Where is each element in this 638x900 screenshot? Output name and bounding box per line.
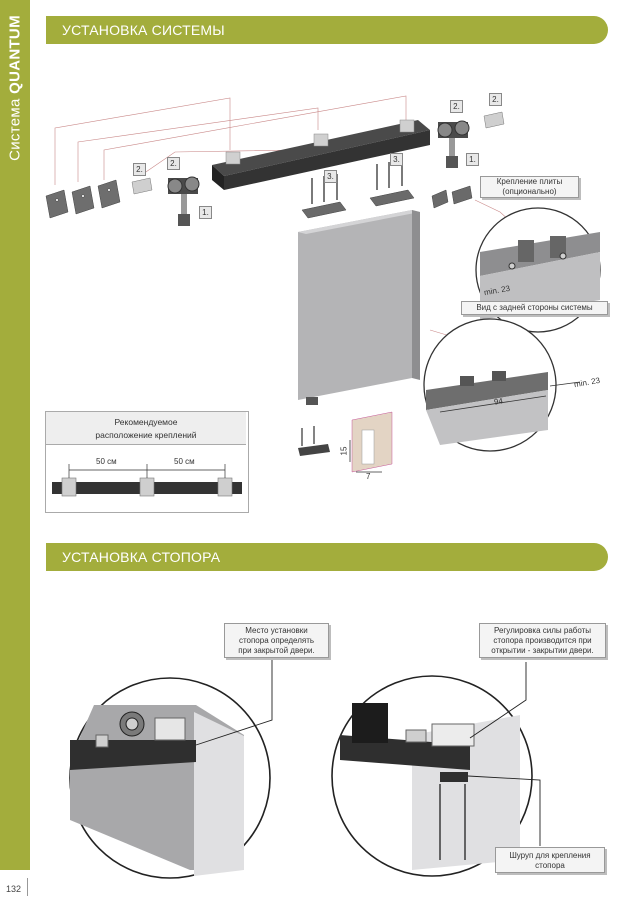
- step-tag-2-right-b: 2.: [489, 93, 502, 106]
- step-tag-2-left: 2.: [133, 163, 146, 176]
- spacing-label-left: 50 см: [94, 457, 119, 467]
- top-rail: [212, 119, 430, 190]
- note-location-line2: стопора определять: [238, 636, 315, 645]
- assembly-leader-lines: [54, 95, 521, 346]
- step-tag-1-right: 1.: [466, 153, 479, 166]
- plate-mount-line2: (опционально): [502, 187, 557, 196]
- recommended-layout-title: Рекомендуемое расположение креплений: [46, 412, 246, 445]
- step-tag-2-left-b: 2.: [167, 157, 180, 170]
- section-header-system: УСТАНОВКА СИСТЕМЫ: [46, 16, 608, 44]
- dimension-7: 7: [366, 472, 371, 481]
- note-adjust-line2: стопора производится при: [493, 636, 592, 645]
- door-clamps: [301, 185, 473, 219]
- step-tag-3-b: 3.: [390, 153, 403, 166]
- step-tag-3-a: 3.: [324, 170, 337, 183]
- step-tag-2-right: 2.: [450, 100, 463, 113]
- roller-carriage-left: [131, 176, 200, 226]
- system-installation-drawing: [45, 95, 601, 473]
- step-tag-1-left: 1.: [199, 206, 212, 219]
- recommended-line2: расположение креплений: [95, 430, 197, 440]
- note-stopper-screw: Шуруп для крепления стопора: [495, 847, 605, 873]
- note-location-line3: при закрытой двери.: [238, 646, 315, 655]
- recommended-line1: Рекомендуемое: [114, 417, 178, 427]
- note-adjust-line1: Регулировка силы работы: [493, 626, 592, 635]
- plate-mount-line1: Крепление плиты: [496, 177, 563, 186]
- note-adjust-line3: открытии - закрытии двери.: [491, 646, 594, 655]
- wall-brackets: [45, 179, 121, 219]
- note-screw-line1: Шуруп для крепления: [509, 851, 591, 860]
- back-view-label: Вид с задней стороны системы: [461, 301, 608, 315]
- spacing-label-right: 50 см: [172, 457, 197, 467]
- note-screw-line2: стопора: [535, 861, 565, 870]
- detail-dimension-view: [423, 318, 581, 452]
- door-panel: [298, 210, 420, 400]
- side-tab: [0, 0, 30, 870]
- stopper-detail-right: [331, 662, 541, 877]
- recommended-layout-rail: [52, 464, 242, 497]
- note-location-line1: Место установки: [245, 626, 308, 635]
- section-header-stopper: УСТАНОВКА СТОПОРА: [46, 543, 608, 571]
- note-stopper-adjust: Регулировка силы работы стопора производ…: [479, 623, 606, 658]
- recommended-layout-panel: Рекомендуемое расположение креплений 50 …: [45, 411, 249, 513]
- plate-mount-label: Крепление плиты (опционально): [480, 176, 579, 198]
- roller-carriage-right: [437, 111, 505, 168]
- stopper-detail-left: [69, 660, 273, 879]
- floor-guide-detail: [298, 397, 393, 473]
- page-number-divider: [27, 878, 28, 896]
- page-number: 132: [6, 884, 22, 894]
- note-stopper-location: Место установки стопора определять при з…: [224, 623, 329, 658]
